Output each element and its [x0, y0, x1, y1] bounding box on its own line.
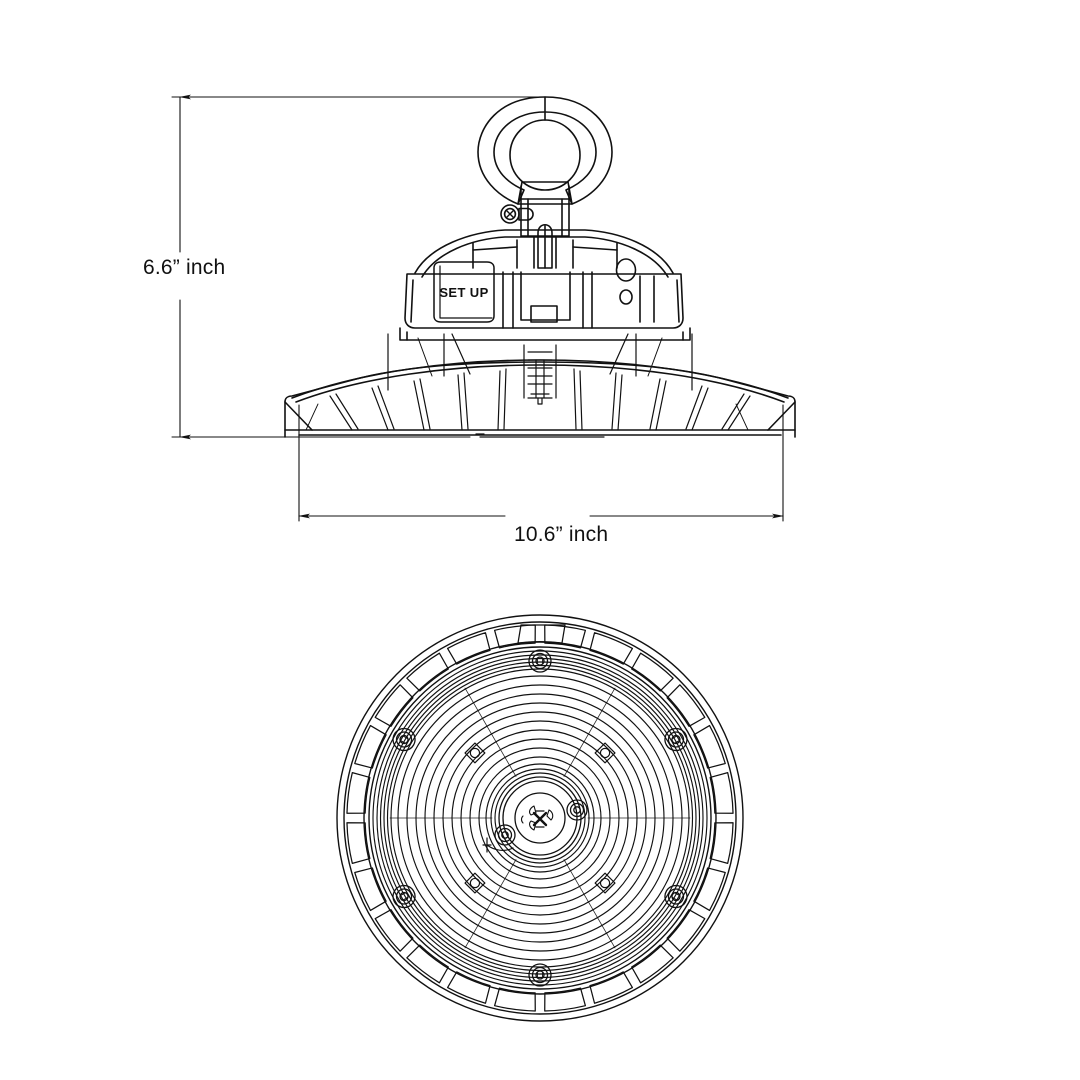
phillips-screw: [500, 204, 534, 224]
height-dimension: [171, 94, 549, 440]
width-dimension: [298, 404, 784, 522]
eye-hook-mount: [477, 96, 613, 205]
sensor-ports: [615, 258, 637, 305]
inner-retainer-pads: [464, 742, 616, 894]
height-dimension-label: 6.6” inch: [140, 256, 229, 280]
radial-shading: [389, 687, 691, 949]
fin-risers: [387, 333, 693, 391]
outer-rim: [336, 614, 744, 1022]
outer-fin-segments: [346, 624, 734, 1012]
heatsink-body: [284, 359, 796, 438]
width-dimension-label: 10.6” inch: [511, 523, 612, 547]
driver-housing-top: [414, 223, 674, 278]
lens-seam: [475, 433, 605, 438]
side-elevation-view: [284, 96, 796, 438]
bottom-plan-view: [336, 614, 744, 1022]
setup-button-label: SET UP: [439, 285, 488, 300]
twist-lock-receptacle: [482, 776, 588, 860]
center-connector-stem: [523, 344, 557, 405]
driver-housing: [404, 271, 684, 329]
heatsink-fins: [305, 368, 751, 431]
mounting-bosses: [392, 649, 688, 987]
setup-plate: [433, 261, 495, 323]
housing-base-flange: [399, 327, 691, 341]
